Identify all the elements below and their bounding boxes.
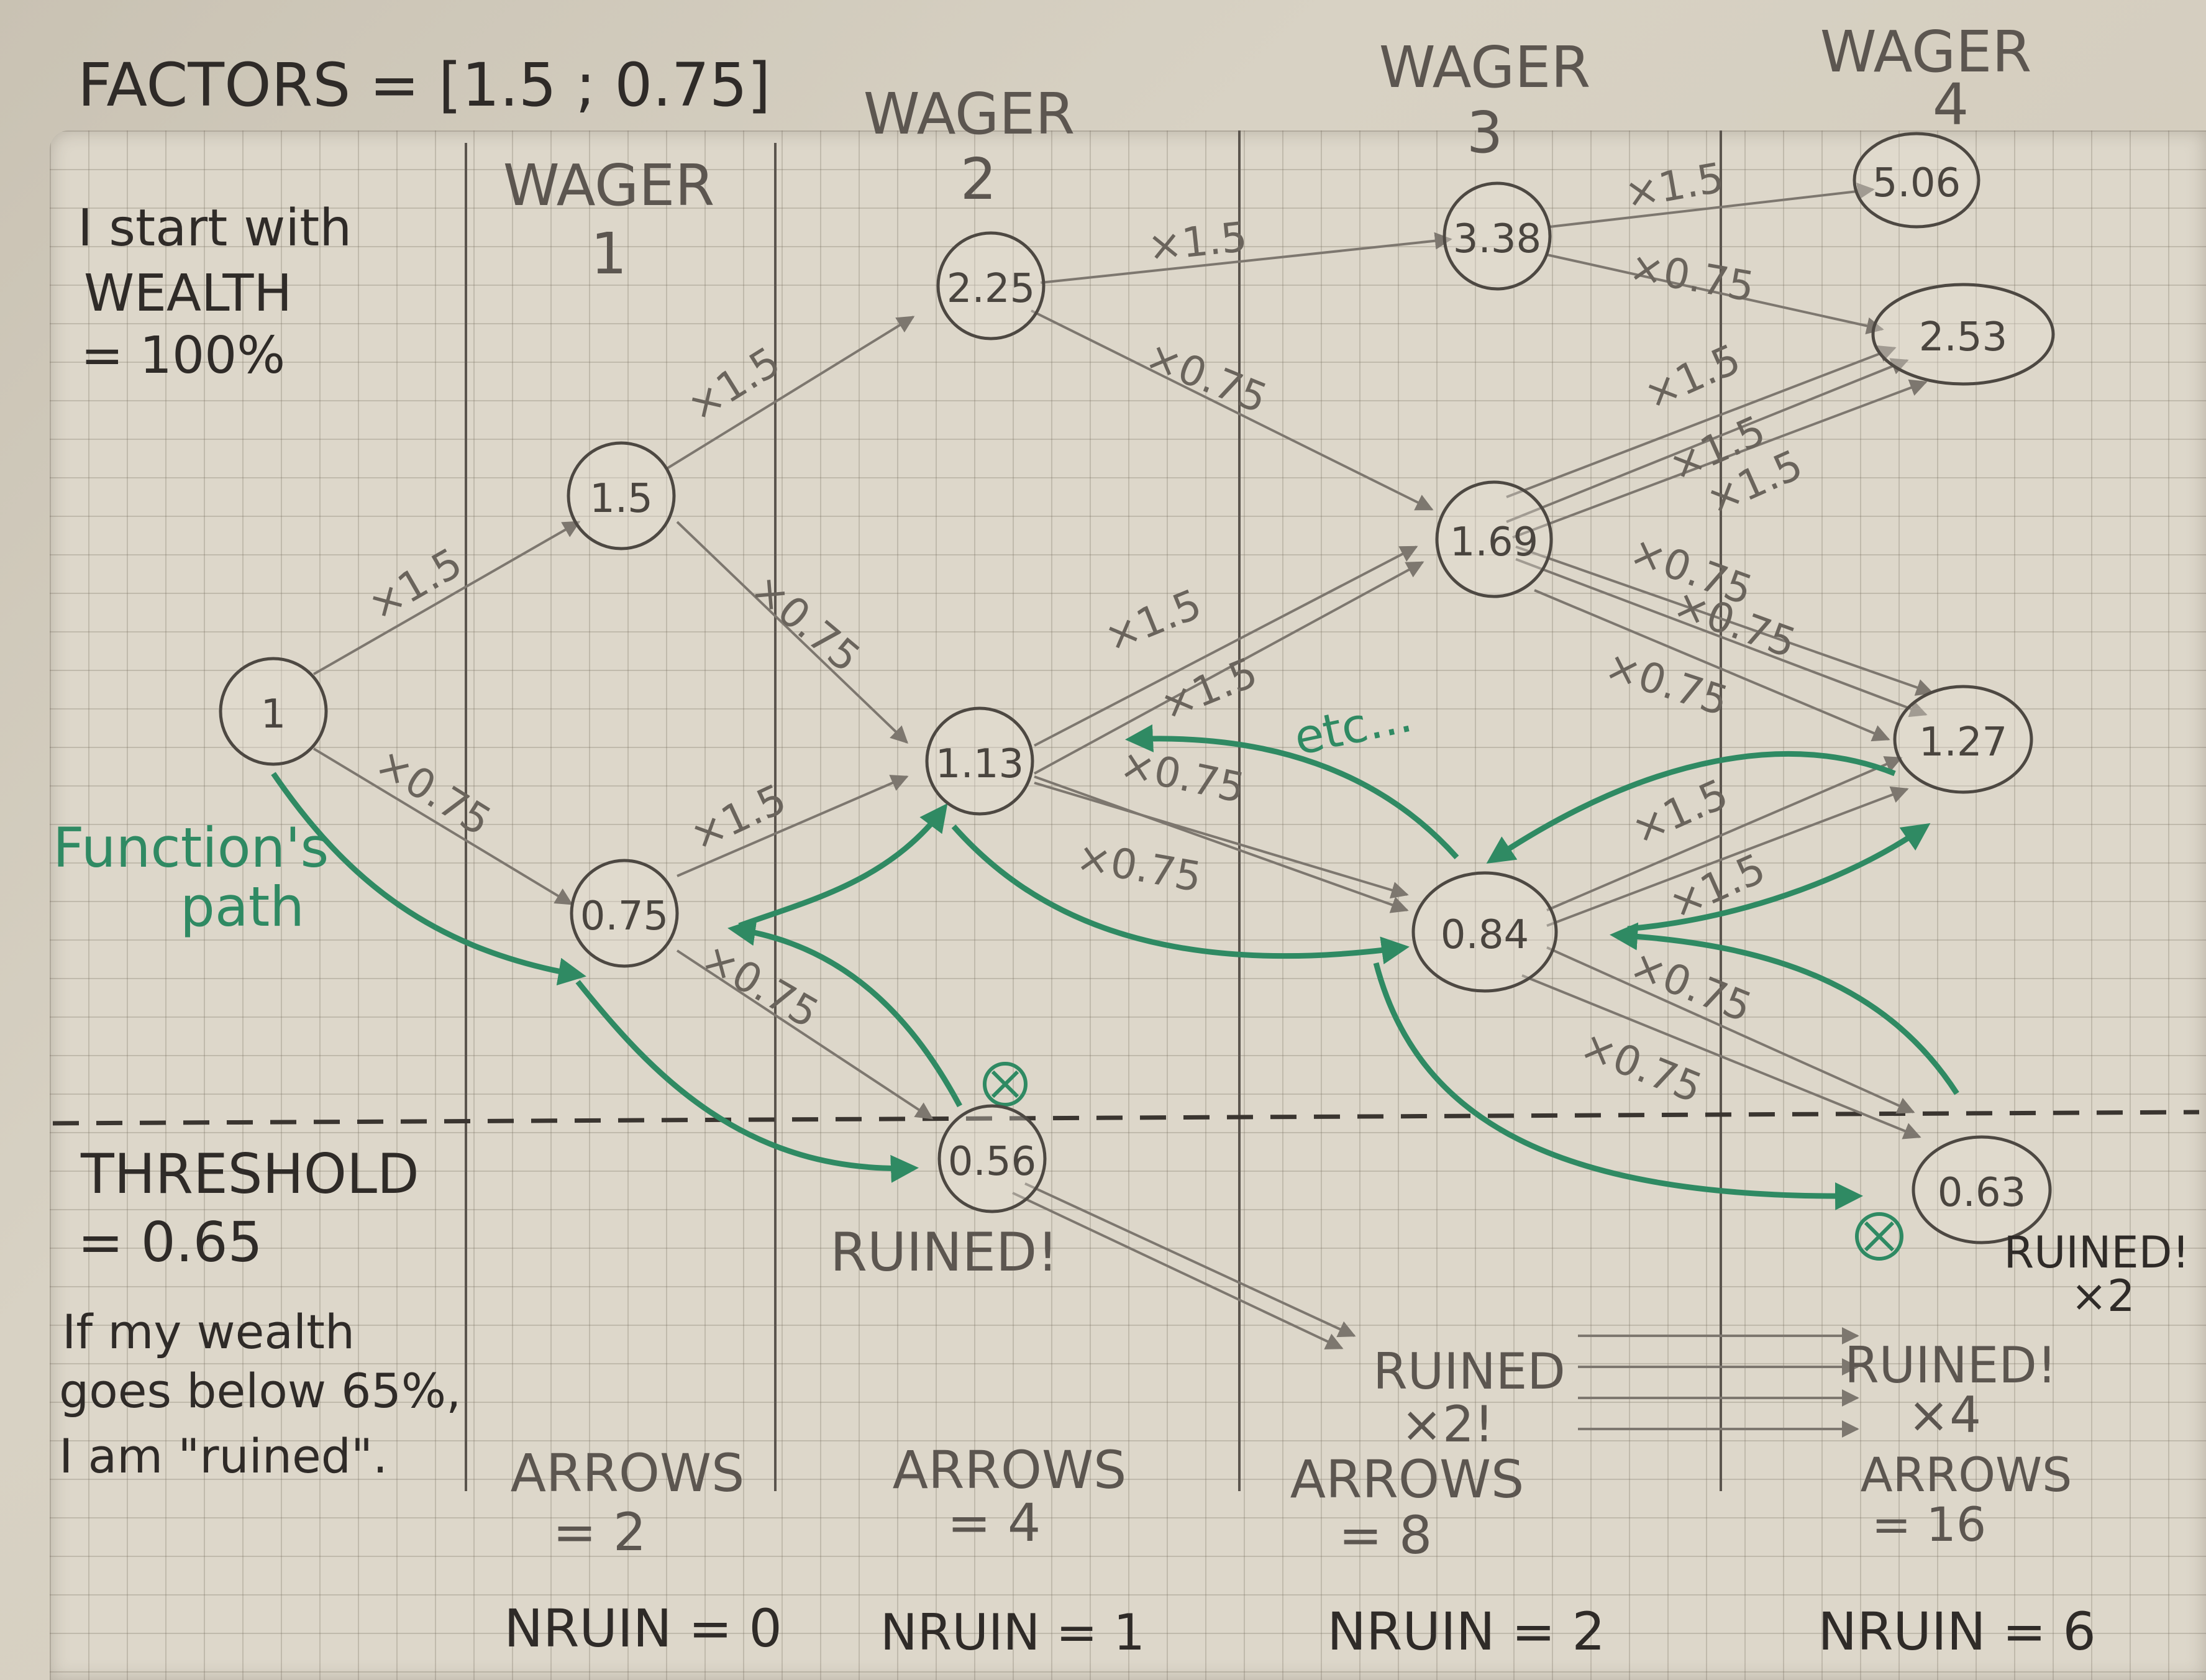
arrows-w1-value: = 2 bbox=[553, 1502, 647, 1563]
arrows-w4-value: = 16 bbox=[1872, 1497, 1987, 1552]
node-1-13: 1.13 bbox=[925, 706, 1034, 816]
node-0-84: 0.84 bbox=[1411, 871, 1558, 993]
node-3-38: 3.38 bbox=[1443, 181, 1552, 291]
wager-3-number: 3 bbox=[1467, 99, 1503, 166]
arrows-w4-label: ARROWS bbox=[1861, 1447, 2072, 1502]
node-value: 1.27 bbox=[1919, 719, 2008, 765]
node-value: 1.69 bbox=[1450, 519, 1539, 565]
ruined-wager-2: RUINED! bbox=[830, 1221, 1058, 1284]
node-1-5: 1.5 bbox=[567, 441, 676, 550]
node-2-53: 2.53 bbox=[1871, 283, 2055, 386]
edge-label: ×0.75 bbox=[1600, 641, 1734, 726]
nruin-w1: NRUIN = 0 bbox=[504, 1598, 782, 1659]
function-path-layer bbox=[271, 724, 1959, 1210]
threshold-note-line-1: If my wealth bbox=[62, 1304, 355, 1359]
edge-label: ×0.75 bbox=[1073, 833, 1205, 902]
etc-label: etc... bbox=[1289, 687, 1416, 766]
node-1: 1 bbox=[219, 657, 328, 766]
wager-2-label: WAGER bbox=[864, 81, 1075, 147]
node-value: 0.84 bbox=[1441, 912, 1529, 958]
node-value: 2.53 bbox=[1919, 314, 2008, 360]
wager-2-number: 2 bbox=[960, 146, 997, 212]
intro-line-3: = 100% bbox=[81, 326, 285, 385]
node-1-69: 1.69 bbox=[1435, 480, 1553, 598]
edge-label: ×0.75 bbox=[1116, 739, 1249, 812]
nruin-w3: NRUIN = 2 bbox=[1327, 1601, 1605, 1662]
ruined-wager-3-line-2: ×2! bbox=[1401, 1395, 1494, 1453]
ruined-wager-4-a-line-1: RUINED! bbox=[2003, 1227, 2189, 1278]
edge-label: ×1.5 bbox=[1098, 580, 1208, 661]
arrows-w3-value: = 8 bbox=[1339, 1505, 1433, 1566]
edges-layer bbox=[312, 182, 1934, 1438]
threshold-line bbox=[52, 1110, 2200, 1126]
edge-label: ×1.5 bbox=[1637, 335, 1748, 419]
factors-title: FACTORS = [1.5 ; 0.75] bbox=[78, 50, 770, 120]
arrows-w1-label: ARROWS bbox=[511, 1443, 745, 1504]
node-2-25: 2.25 bbox=[936, 231, 1046, 340]
edge-label: ×1.5 bbox=[1154, 648, 1264, 729]
ruined-wager-4-b-line-2: ×4 bbox=[1908, 1386, 1981, 1444]
threshold-note-line-2: goes below 65%, bbox=[59, 1363, 461, 1418]
nruin-w4: NRUIN = 6 bbox=[1818, 1601, 2096, 1662]
intro-line-1: I start with bbox=[78, 199, 352, 258]
node-value: 2.25 bbox=[947, 266, 1036, 312]
node-value: 0.75 bbox=[580, 893, 669, 939]
node-value: 0.63 bbox=[1938, 1170, 2026, 1216]
node-value: 0.56 bbox=[948, 1139, 1037, 1185]
wager-4-number: 4 bbox=[1933, 71, 1969, 138]
node-1-27: 1.27 bbox=[1893, 685, 2033, 794]
wager-1-number: 1 bbox=[591, 221, 627, 287]
edge-label: ×1.5 bbox=[679, 337, 789, 431]
edge-label: ×0.75 bbox=[1139, 331, 1274, 422]
wager-4-label: WAGER bbox=[1820, 19, 2032, 85]
intro-line-2: WEALTH bbox=[84, 264, 292, 323]
wager-1-label: WAGER bbox=[503, 152, 715, 219]
node-value: 3.38 bbox=[1453, 216, 1542, 262]
node-0-63: 0.63 bbox=[1912, 1135, 2052, 1244]
ruin-marker-1 bbox=[983, 1062, 1028, 1107]
nruin-w2: NRUIN = 1 bbox=[880, 1604, 1145, 1661]
edge-label: ×0.75 bbox=[1574, 1021, 1708, 1112]
edge-label: ×1.5 bbox=[1146, 213, 1249, 271]
ruin-marker-2 bbox=[1855, 1212, 1903, 1261]
node-value: 5.06 bbox=[1872, 160, 1961, 206]
ruined-wager-4-a-line-2: ×2 bbox=[2071, 1271, 2135, 1322]
function-path-label-line-2: path bbox=[180, 875, 304, 939]
function-path-label-line-1: Function's bbox=[53, 816, 329, 880]
wager-3-label: WAGER bbox=[1379, 34, 1591, 101]
threshold-note-line-3: I am "ruined". bbox=[59, 1428, 388, 1484]
edge-label: ×0.75 bbox=[742, 564, 869, 682]
arrows-w2-label: ARROWS bbox=[893, 1440, 1127, 1500]
node-value: 1 bbox=[261, 692, 286, 737]
node-value: 1.5 bbox=[590, 476, 653, 522]
node-5-06: 5.06 bbox=[1853, 132, 1980, 229]
threshold-label: THRESHOLD bbox=[80, 1142, 419, 1206]
grid-paper-sheet bbox=[50, 130, 2206, 1680]
arrows-w3-label: ARROWS bbox=[1290, 1449, 1525, 1510]
node-value: 1.13 bbox=[936, 741, 1024, 787]
edge-label: ×1.5 bbox=[683, 775, 793, 861]
node-0-75: 0.75 bbox=[570, 859, 679, 968]
ruined-wager-4-b-line-1: RUINED! bbox=[1844, 1336, 2057, 1394]
edge-label: ×0.75 bbox=[1626, 242, 1758, 311]
ruined-wager-3-line-1: RUINED bbox=[1373, 1343, 1566, 1400]
threshold-value: = 0.65 bbox=[78, 1210, 263, 1274]
arrows-w2-value: = 4 bbox=[947, 1492, 1041, 1553]
node-0-56: 0.56 bbox=[937, 1104, 1047, 1213]
